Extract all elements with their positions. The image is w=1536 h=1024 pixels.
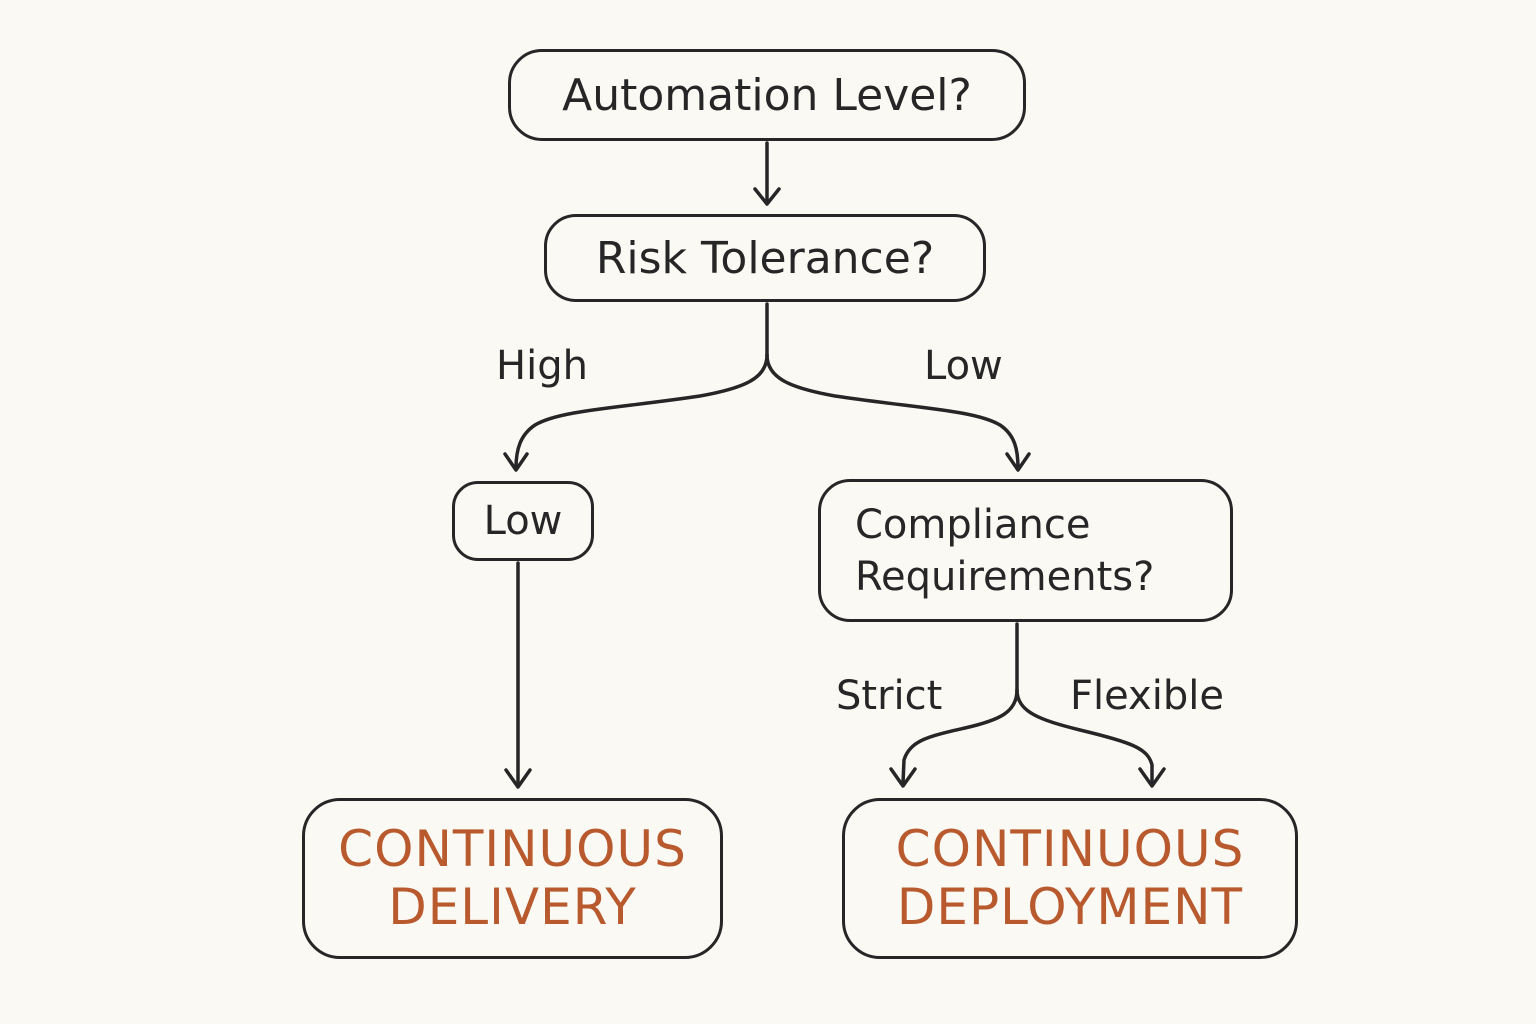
arrowhead-strict bbox=[889, 767, 917, 788]
edge-label-high: High bbox=[496, 343, 588, 389]
edge-compliance-to-flexible bbox=[1015, 688, 1154, 785]
arrowhead-flexible bbox=[1138, 767, 1166, 788]
continuous-delivery-node: CONTINUOUS DELIVERY bbox=[302, 798, 723, 959]
edge-label-strict: Strict bbox=[836, 673, 943, 719]
edge-risk-to-low bbox=[514, 353, 769, 470]
automation-level-text: Automation Level? bbox=[562, 69, 972, 121]
continuous-deployment-node: CONTINUOUS DEPLOYMENT bbox=[842, 798, 1298, 959]
edge-label-flexible: Flexible bbox=[1070, 673, 1224, 719]
arrowhead-risk bbox=[753, 187, 781, 206]
arrowhead-low bbox=[503, 452, 529, 472]
low-node-text: Low bbox=[483, 498, 563, 544]
low-node: Low bbox=[452, 481, 594, 561]
arrowhead-cdelivery bbox=[504, 768, 532, 789]
compliance-line-1: Compliance bbox=[855, 501, 1091, 548]
continuous-deployment-line-2: DEPLOYMENT bbox=[896, 877, 1244, 936]
arrowhead-compliance bbox=[1005, 452, 1031, 472]
edge-risk-to-compliance bbox=[765, 353, 1020, 470]
risk-tolerance-node: Risk Tolerance? bbox=[544, 214, 986, 302]
edge-label-low: Low bbox=[924, 343, 1003, 389]
edge-compliance-to-strict bbox=[901, 688, 1019, 785]
compliance-requirements-node: Compliance Requirements? bbox=[818, 479, 1233, 622]
compliance-line-2: Requirements? bbox=[855, 553, 1155, 600]
continuous-deployment-line-1: CONTINUOUS bbox=[895, 820, 1245, 878]
continuous-delivery-line-2: DELIVERY bbox=[388, 877, 637, 936]
risk-tolerance-text: Risk Tolerance? bbox=[595, 232, 935, 284]
continuous-delivery-line-1: CONTINUOUS bbox=[338, 820, 687, 878]
automation-level-node: Automation Level? bbox=[508, 49, 1026, 141]
